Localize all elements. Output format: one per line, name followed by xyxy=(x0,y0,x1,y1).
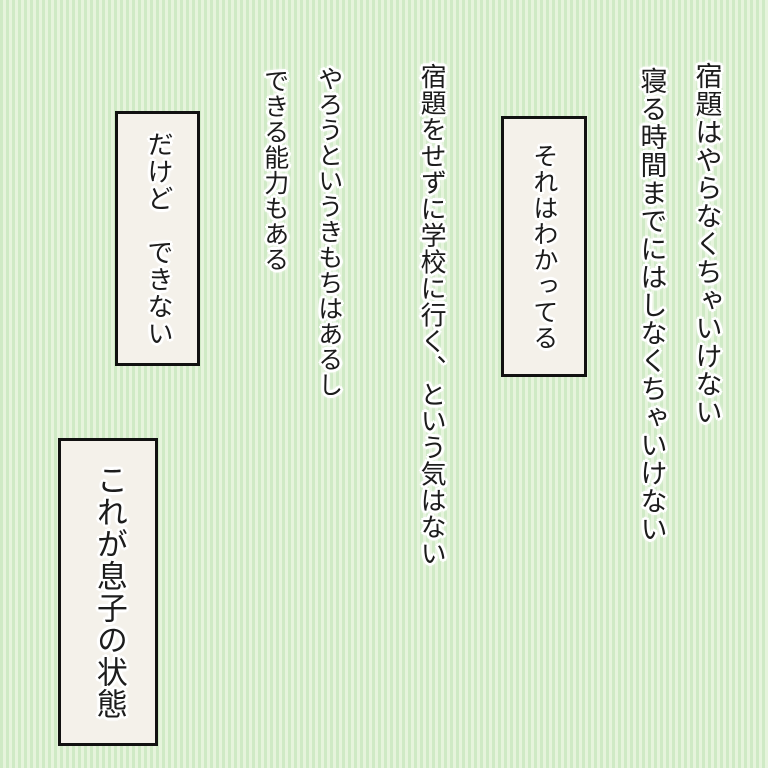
text-column-no-intent-to-skip: 宿題をせずに学校に行く、という気はない xyxy=(416,63,447,567)
caption-text-sons-state: これが息子の状態 xyxy=(90,464,127,720)
caption-box-understand: それはわかってる xyxy=(501,116,587,377)
text-column-ability: できる能力もある xyxy=(260,68,290,272)
text-column-homework-must: 宿題はやらなくちゃいけない xyxy=(690,62,722,426)
caption-box-but-cannot: だけど できない xyxy=(115,111,200,366)
caption-text-understand: それはわかってる xyxy=(529,142,559,351)
text-column-motivation: やろうというきもちはあるし xyxy=(314,66,344,398)
caption-box-sons-state: これが息子の状態 xyxy=(58,438,158,746)
text-column-before-bedtime: 寝る時間までにはしなくちゃいけない xyxy=(635,67,667,543)
caption-text-but-cannot: だけど できない xyxy=(143,130,174,347)
